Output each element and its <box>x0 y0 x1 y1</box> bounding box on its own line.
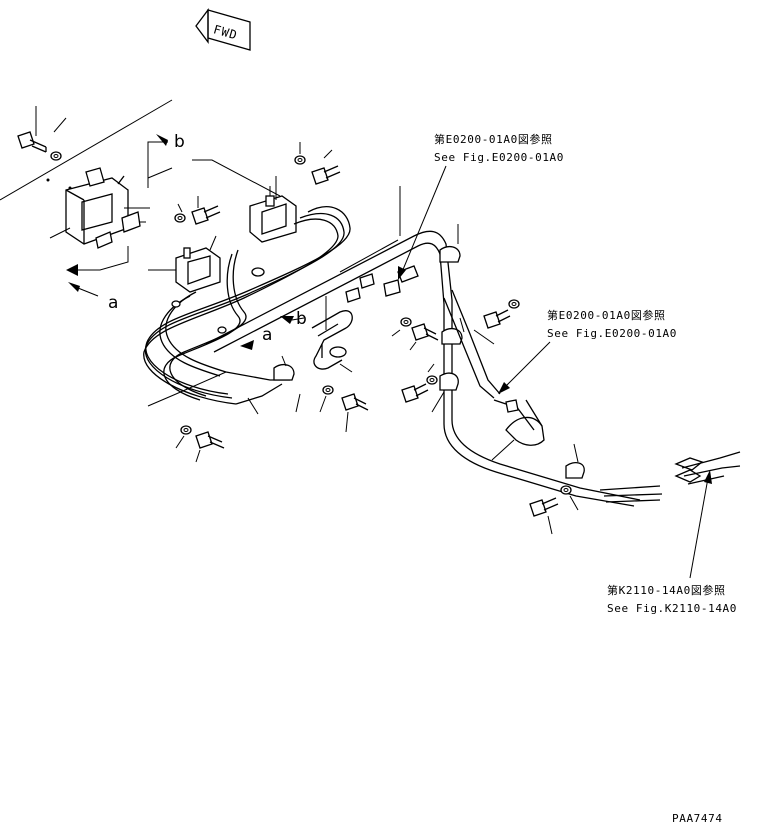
pipe-bend-icon <box>311 296 353 373</box>
bolt-icon <box>401 383 429 403</box>
nut-icon <box>493 399 519 413</box>
washer-icon <box>508 299 520 309</box>
clamp-icon <box>565 443 585 479</box>
washer-icon <box>50 151 62 161</box>
bolt-icon <box>483 309 511 329</box>
view-b-label: b <box>296 309 307 329</box>
controller-box-icon <box>46 167 150 249</box>
connector-icon <box>345 265 419 303</box>
bolt-icon <box>341 393 369 433</box>
washer-icon <box>174 213 186 223</box>
cable-ends <box>599 451 741 503</box>
wiring-harness <box>143 206 351 405</box>
view-b-label: b <box>174 132 185 152</box>
reference-en: See Fig.E0200-01A0 <box>434 151 564 164</box>
reference-note: 第K2110-14A0図参照 See Fig.K2110-14A0 <box>607 470 737 615</box>
bolt-icon <box>177 196 221 225</box>
frame-line <box>0 99 173 201</box>
reference-note: 第E0200-01A0図参照 See Fig.E0200-01A0 <box>398 132 564 280</box>
reference-jp: 第K2110-14A0図参照 <box>607 583 726 597</box>
clamp-icon <box>427 363 459 391</box>
washer-icon <box>319 385 334 413</box>
branch-cable <box>431 289 501 413</box>
reference-jp: 第E0200-01A0図参照 <box>434 132 553 146</box>
fwd-label: FWD <box>212 22 240 42</box>
relay-icon <box>148 235 221 293</box>
relay-icon <box>249 176 297 243</box>
bolt-icon <box>409 323 439 351</box>
reference-note: 第E0200-01A0図参照 See Fig.E0200-01A0 <box>498 308 677 394</box>
washer-icon <box>294 142 306 165</box>
fwd-arrow-icon: FWD <box>195 8 251 51</box>
bolt-icon <box>17 131 47 153</box>
view-b-marker-center: b <box>280 309 307 329</box>
view-a-marker-left: a <box>68 282 118 313</box>
bolt-icon <box>311 149 341 185</box>
view-b-marker-top: b <box>147 132 185 188</box>
leader-lines <box>147 371 301 415</box>
view-a-marker-center: a <box>240 325 272 350</box>
washer-icon <box>426 375 438 385</box>
reference-en: See Fig.K2110-14A0 <box>607 602 737 615</box>
protector-sleeve-icon <box>491 399 545 461</box>
clamp-icon <box>441 317 465 345</box>
view-a-label: a <box>108 293 118 313</box>
drawing-number: PAA7474 <box>672 812 723 825</box>
view-a-label: a <box>262 325 272 345</box>
main-cable <box>205 186 641 507</box>
washer-icon <box>175 425 192 449</box>
clamp-icon <box>273 355 295 381</box>
bolt-icon <box>195 431 225 463</box>
reference-en: See Fig.E0200-01A0 <box>547 327 677 340</box>
bolt-icon <box>529 497 559 535</box>
leader-lines <box>66 159 281 276</box>
reference-jp: 第E0200-01A0図参照 <box>547 308 666 322</box>
washer-icon <box>560 485 579 511</box>
clamp-icon <box>439 224 461 263</box>
washer-icon <box>391 317 412 337</box>
